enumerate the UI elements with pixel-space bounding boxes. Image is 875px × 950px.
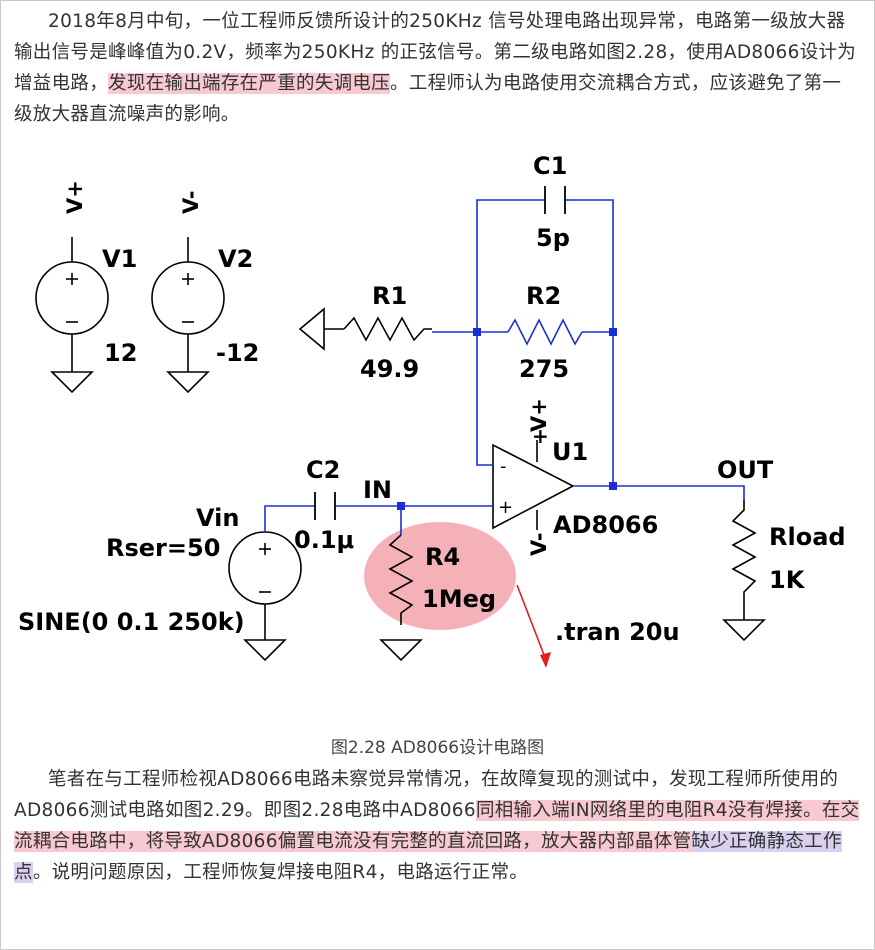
circuit-diagram: V+ V- V1 12 V2 -12 C1 5p R1 49.9 R2 275 … [18,152,846,668]
analysis-paragraph: 笔者在与工程师检视AD8066电路未察觉异常情况，在故障复现的测试中，发现工程师… [14,764,860,888]
v1-name-label: V1 [102,245,137,273]
r4-ground-icon [379,639,423,662]
r2-name-label: R2 [526,282,561,310]
junction-dot [397,502,405,510]
vin-source-icon [228,531,302,605]
v1-node-label: V+ [63,180,87,214]
rload-name-label: Rload [769,523,846,551]
u1-vminus-label: V- [527,533,551,556]
v2-source-icon [151,261,225,335]
wires [264,199,745,535]
intro-text-a: 2018年8月中旬，一位工程师反馈所设计的250KHz 信号处理电路出现异常，电… [14,11,857,94]
annotation-arrow [516,584,547,661]
vin-name-label: Vin [196,504,239,532]
capacitor-plates [314,186,566,520]
v2-name-label: V2 [218,245,253,273]
r4-value-label: 1Meg [422,585,496,613]
arrow-head-icon [540,652,551,668]
r4-highlight [364,522,516,630]
in-net-label: IN [363,476,392,504]
tran-directive: .tran 20u [555,618,680,646]
c2-value-label: 0.1μ [294,526,354,554]
u1-vplus-sign: + [532,424,549,448]
v2-ground-icon [166,371,210,394]
vin-rser-label: Rser=50 [106,534,220,562]
junction-dot [609,328,617,336]
rload-ground-icon [722,619,766,642]
out-net-label: OUT [717,456,774,484]
v1-source-icon [35,261,109,335]
intro-text-b: 。工程师认为电路使用交流耦合方式，应该避免了第一级放大器直流噪声的影响。 [14,73,842,125]
r2-value-label: 275 [519,355,569,383]
r4-name-label: R4 [425,543,460,571]
junction-dot [473,328,481,336]
opamp-inverting-sign: - [500,456,507,477]
analysis-text-a: 笔者在与工程师检视AD8066电路未察觉异常情况，在故障复现的测试中，发现工程师… [14,769,839,821]
r4-resistor-icon [388,534,414,625]
u1-name-label: U1 [552,438,588,466]
vin-sine-label: SINE(0 0.1 250k) [18,608,245,636]
v2-value-label: -12 [216,339,259,367]
u1-part-label: AD8066 [553,511,658,539]
r1-ground-icon [298,307,325,351]
c2-name-label: C2 [306,456,340,484]
opamp-icon [492,443,575,530]
v1-value-label: 12 [104,339,137,367]
intro-paragraph: 2018年8月中旬，一位工程师反馈所设计的250KHz 信号处理电路出现异常，电… [14,6,860,130]
opamp-noninverting-sign: + [498,497,513,518]
v2-node-label: V- [179,191,203,214]
vin-ground-icon [243,639,287,662]
rload-value-label: 1K [769,566,806,594]
v1-ground-icon [50,371,94,394]
u1-vplus-label: V+ [527,398,551,432]
rload-resistor-icon [731,500,757,620]
c1-name-label: C1 [533,152,567,180]
c1-value-label: 5p [536,224,570,252]
intro-highlight: 发现在输出端存在严重的失调电压 [108,73,391,94]
r1-value-label: 49.9 [360,355,419,383]
analysis-text-b: 。说明问题原因，工程师恢复焊接电阻R4，电路运行正常。 [32,862,529,883]
figure-caption: 图2.28 AD8066设计电路图 [330,738,545,758]
junction-dot [609,482,617,490]
r1-name-label: R1 [372,282,407,310]
r1-resistor-icon [343,316,432,342]
